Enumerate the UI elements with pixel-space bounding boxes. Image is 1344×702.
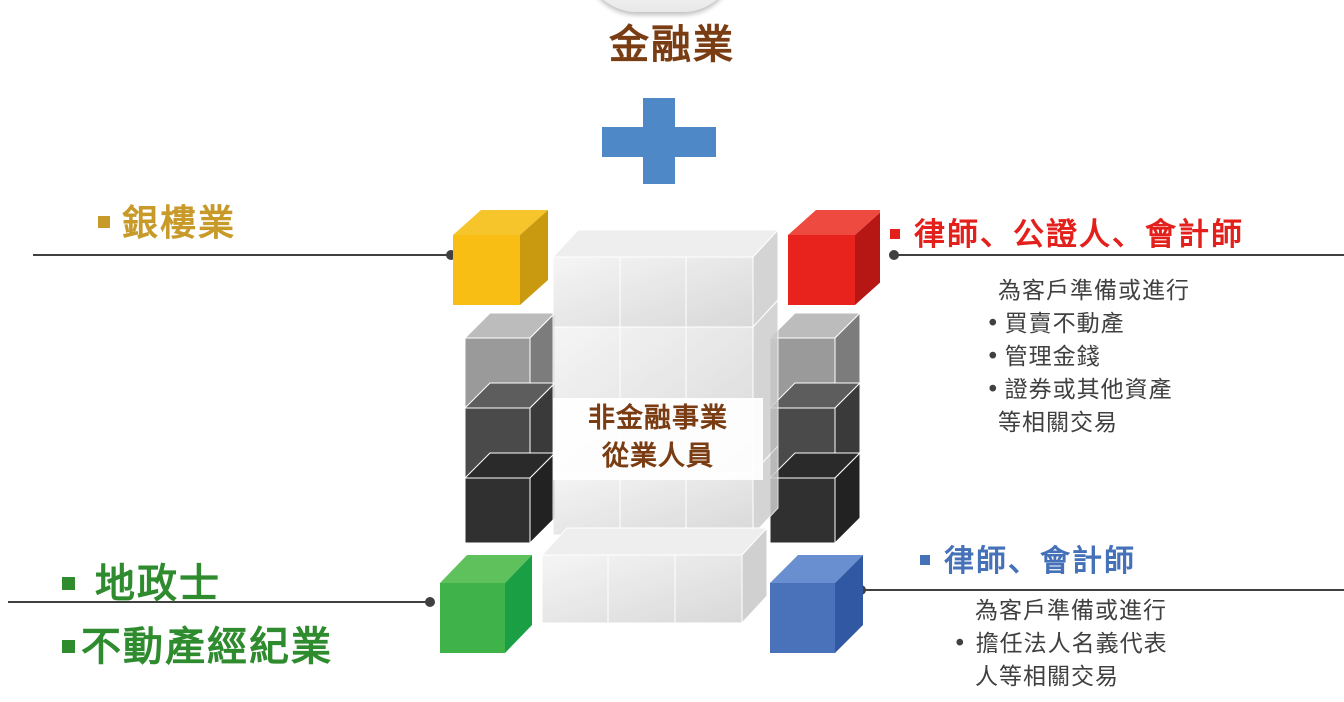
label-land-2: 不動產經紀業 [62,614,333,672]
connector-dot-jewelry [446,250,456,260]
connector-line-lawyers [895,254,1344,256]
lawyers-item: •買賣不動產 [986,308,1190,341]
dot-bullet-icon: • [986,377,1001,403]
center-label-backdrop [553,398,763,480]
left-column-cubes [463,311,557,545]
lawyers-item: •管理金錢 [986,341,1190,374]
lawyers-item-text: 管理金錢 [1004,344,1101,370]
connector-dot-land [425,597,435,607]
label-jewelry-text: 銀樓業 [122,203,237,244]
lawyers2-item: • 擔任法人名義代表 [953,628,1168,661]
plus-icon-vertical [643,98,675,184]
label-lawyers2-text: 律師、會計師 [944,544,1136,579]
page-title: 金融業 [609,22,735,68]
green-cube [440,555,532,653]
lawyers-tail: 等相關交易 [998,410,1118,436]
yellow-cube [453,210,548,305]
square-bullet-icon [98,216,110,228]
lawyers-item-text: 買賣不動產 [1004,311,1125,337]
connector-line-land [8,601,430,603]
red-cube [788,210,880,305]
connector-dot-lawyers [889,250,899,260]
lawyers2-item-cont: 人等相關交易 [975,664,1119,690]
dot-bullet-icon: • [986,344,1001,370]
lawyers-intro: 為客戶準備或進行 [998,278,1190,304]
dot-bullet-icon: • [953,631,968,657]
label-land-2-text: 不動產經紀業 [81,624,333,670]
lawyers-item-text: 證券或其他資產 [1004,377,1173,403]
lawyers2-note: 為客戶準備或進行 • 擔任法人名義代表 人等相關交易 [953,595,1168,694]
label-lawyers2: 律師、會計師 [920,536,1136,580]
connector-line-jewelry [33,254,451,256]
label-land-1: 地政士 [62,551,221,609]
dot-bullet-icon: • [986,311,1001,337]
blue-cube [770,555,863,653]
center-label-line2: 從業人員 [602,441,714,472]
center-label-line1: 非金融事業 [588,403,728,434]
label-lawyers: 律師、公證人、會計師 [890,209,1244,254]
connector-line-lawyers2 [862,589,1344,591]
square-bullet-icon [62,639,75,653]
lawyers-item: •證券或其他資產 [986,374,1190,407]
right-column-cubes [768,311,862,545]
label-lawyers-text: 律師、公證人、會計師 [914,217,1244,253]
label-land-1-text: 地政士 [95,561,221,607]
label-jewelry: 銀樓業 [98,194,236,246]
lawyers2-item-text: 擔任法人名義代表 [975,631,1168,657]
square-bullet-icon [920,554,930,565]
lawyers2-intro: 為客戶準備或進行 [975,598,1167,624]
lawyers-note: 為客戶準備或進行 •買賣不動產 •管理金錢 •證券或其他資產 等相關交易 [986,275,1190,440]
square-bullet-icon [62,576,75,590]
square-bullet-icon [890,228,900,239]
center-label: 非金融事業 從業人員 [553,400,763,476]
header-arc [585,0,735,12]
